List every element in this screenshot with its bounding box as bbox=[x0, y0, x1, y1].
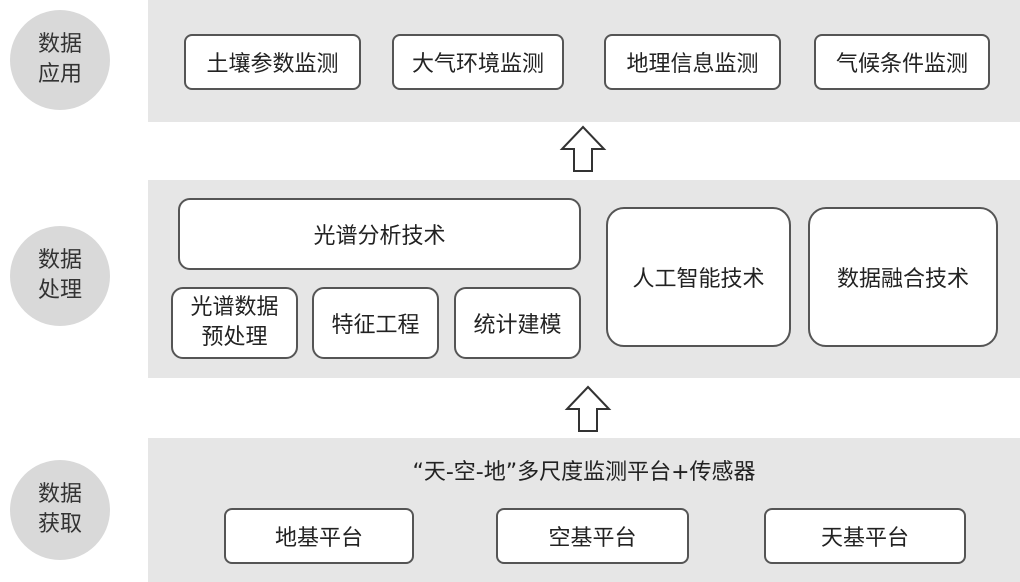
layer-label-application-text: 数据应用 bbox=[37, 32, 82, 87]
data-fusion-box: 数据融合技术 bbox=[808, 207, 998, 347]
air-platform-label: 空基平台 bbox=[548, 526, 637, 551]
climate-monitoring-label: 气候条件监测 bbox=[835, 52, 968, 77]
spectral-analysis-label: 光谱分析技术 bbox=[313, 224, 446, 249]
statistical-modeling-box: 统计建模 bbox=[454, 287, 581, 359]
climate-monitoring-box: 气候条件监测 bbox=[814, 34, 990, 90]
layer-label-application: 数据应用 bbox=[10, 10, 110, 110]
spectral-analysis-box: 光谱分析技术 bbox=[178, 198, 581, 270]
spectral-preprocessing-label: 光谱数据预处理 bbox=[190, 295, 279, 350]
geo-info-monitoring-box: 地理信息监测 bbox=[604, 34, 781, 90]
atmosphere-monitoring-label: 大气环境监测 bbox=[411, 52, 544, 77]
feature-engineering-box: 特征工程 bbox=[312, 287, 439, 359]
geo-info-monitoring-label: 地理信息监测 bbox=[626, 52, 759, 77]
feature-engineering-label: 特征工程 bbox=[331, 313, 420, 338]
layer-label-acquisition: 数据获取 bbox=[10, 460, 110, 560]
soil-monitoring-box: 土壤参数监测 bbox=[184, 34, 361, 90]
ai-technology-box: 人工智能技术 bbox=[606, 207, 791, 347]
statistical-modeling-label: 统计建模 bbox=[473, 313, 562, 338]
layer-label-processing-text: 数据处理 bbox=[37, 248, 82, 303]
soil-monitoring-label: 土壤参数监测 bbox=[206, 52, 339, 77]
space-platform-label: 天基平台 bbox=[820, 526, 909, 551]
layer-label-acquisition-text: 数据获取 bbox=[37, 482, 82, 537]
ground-platform-label: 地基平台 bbox=[274, 526, 363, 551]
ground-platform-box: 地基平台 bbox=[224, 508, 414, 564]
ai-technology-label: 人工智能技术 bbox=[632, 267, 765, 292]
acquisition-heading: “天-空-地”多尺度监测平台+传感器 bbox=[412, 460, 756, 485]
layer-label-processing: 数据处理 bbox=[10, 226, 110, 326]
up-arrow-icon bbox=[564, 385, 612, 432]
atmosphere-monitoring-box: 大气环境监测 bbox=[392, 34, 564, 90]
up-arrow-icon bbox=[559, 125, 607, 172]
spectral-preprocessing-box: 光谱数据预处理 bbox=[171, 287, 298, 359]
space-platform-box: 天基平台 bbox=[764, 508, 966, 564]
data-fusion-label: 数据融合技术 bbox=[836, 267, 969, 292]
air-platform-box: 空基平台 bbox=[496, 508, 689, 564]
